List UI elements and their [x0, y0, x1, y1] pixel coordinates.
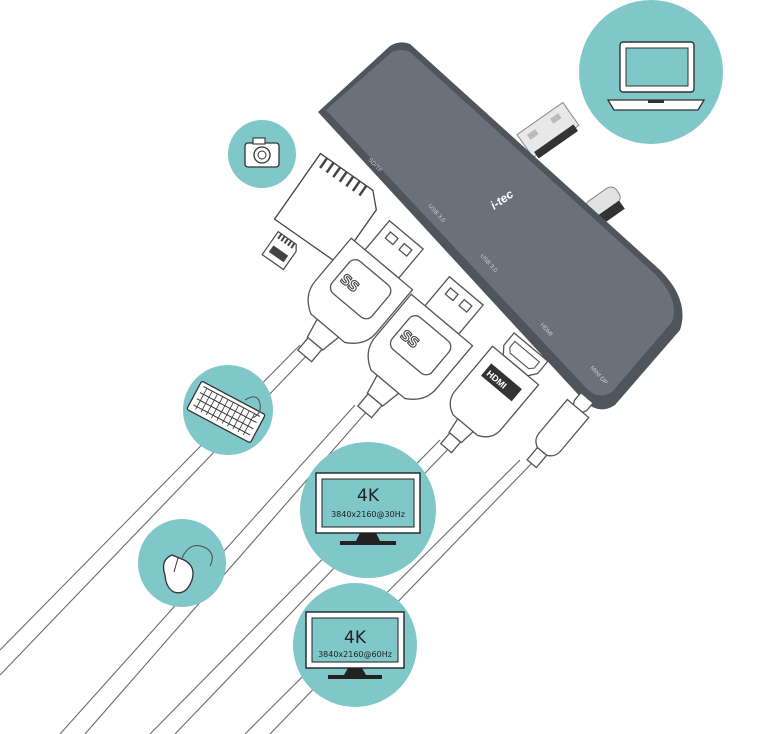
microsd-card-icon — [261, 230, 297, 271]
camera-icon — [244, 137, 280, 168]
keyboard-icon — [186, 381, 266, 443]
mouse-circle — [138, 519, 226, 607]
monitor-icon — [315, 472, 421, 545]
laptop-circle — [579, 0, 723, 144]
resolution-top: 4K — [357, 486, 380, 506]
monitor-circle-top: 4K 3840x2160@30Hz — [300, 442, 436, 578]
mouse-icon — [162, 545, 213, 594]
camera-circle — [228, 120, 296, 188]
monitor-circle-bottom: 4K 3840x2160@60Hz — [293, 583, 417, 707]
laptop-icon — [606, 41, 706, 111]
minidp-connector — [526, 391, 595, 469]
keyboard-circle — [183, 365, 273, 455]
resolution-spec-top: 3840x2160@30Hz — [331, 510, 405, 519]
resolution-bottom: 4K — [344, 628, 367, 648]
resolution-spec-bottom: 3840x2160@60Hz — [318, 650, 392, 659]
usb-a-plug — [516, 101, 580, 159]
sd-card-icon — [273, 152, 378, 265]
hdmi-connector: HDMI — [439, 332, 549, 454]
usb-a-connector-2: SS — [356, 275, 485, 419]
usb-a-connector-1: SS — [296, 219, 425, 363]
monitor-icon — [305, 611, 405, 679]
